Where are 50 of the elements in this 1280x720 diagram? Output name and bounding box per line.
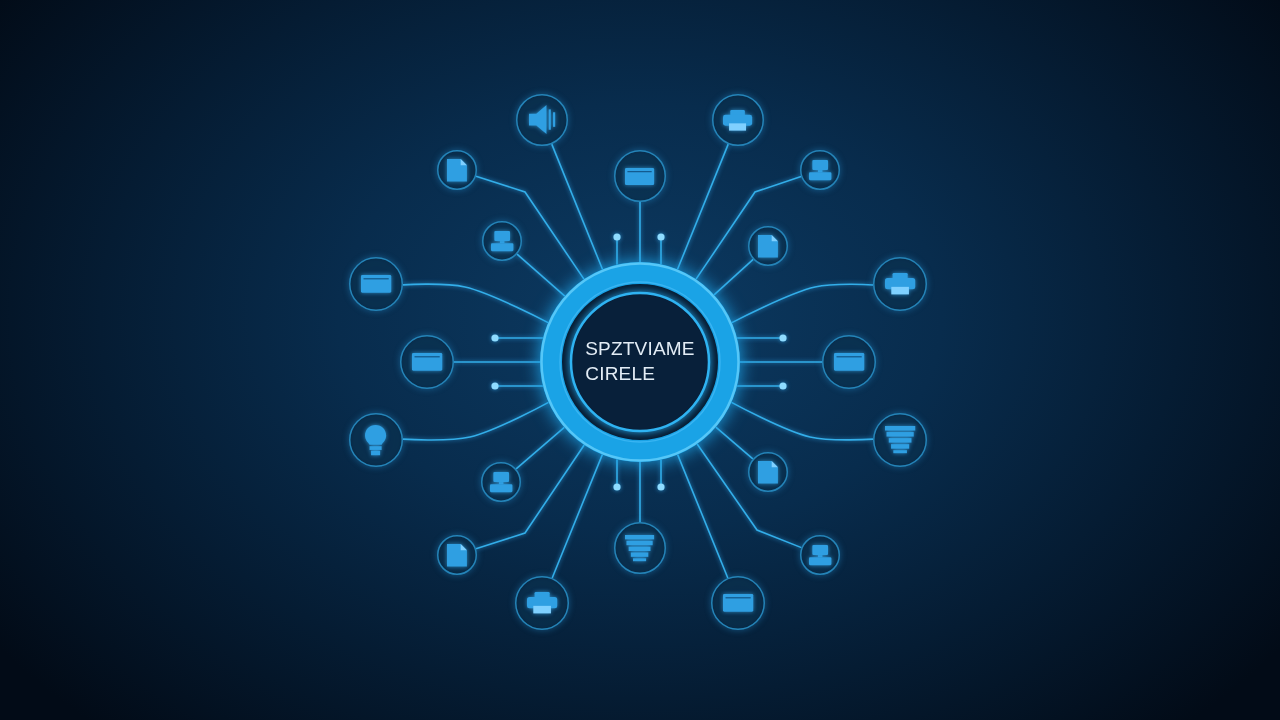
node-circle	[873, 257, 927, 311]
connector-line	[613, 458, 621, 491]
connector-line	[639, 461, 641, 523]
hub-label: SPZTVIAME CIRELE	[585, 337, 695, 386]
connector-line	[551, 453, 604, 579]
connector-line	[402, 283, 549, 324]
connector-line	[402, 401, 550, 441]
connector-line	[491, 334, 544, 342]
connector-line	[696, 443, 803, 549]
node-circle	[437, 150, 477, 190]
node-circle	[437, 535, 477, 575]
node-circle	[614, 522, 666, 574]
connector-line	[516, 253, 566, 297]
node-circle	[800, 535, 840, 575]
connector-line	[491, 382, 544, 390]
connector-line	[475, 175, 585, 280]
connector-line	[730, 401, 874, 441]
connector-line	[715, 426, 754, 460]
connector-line	[676, 453, 729, 579]
node-circle	[873, 413, 927, 467]
connector-line	[731, 283, 874, 324]
node-circle	[400, 335, 454, 389]
connector-line	[453, 361, 541, 363]
node-circle	[748, 226, 788, 266]
connector-line	[550, 143, 604, 271]
node-circle	[711, 576, 765, 630]
node-circle	[516, 94, 568, 146]
connector-line	[475, 444, 585, 550]
hub-circle	[540, 262, 740, 462]
node-circle	[748, 452, 788, 492]
connector-line	[657, 458, 665, 491]
connector-line	[695, 175, 802, 280]
node-circle	[800, 150, 840, 190]
node-circle	[481, 462, 521, 502]
node-circle	[614, 150, 666, 202]
node-circle	[822, 335, 876, 389]
connector-line	[736, 334, 787, 342]
connector-line	[736, 382, 787, 390]
connector-line	[657, 233, 665, 266]
connector-line	[515, 426, 566, 470]
node-circle	[712, 94, 764, 146]
node-circle	[482, 221, 522, 261]
node-circle	[515, 576, 569, 630]
connector-line	[713, 258, 754, 296]
node-circle	[349, 257, 403, 311]
connector-line	[676, 143, 730, 271]
connector-line	[639, 201, 641, 263]
node-circle	[349, 413, 403, 467]
connector-line	[739, 361, 823, 363]
connector-line	[613, 233, 621, 266]
